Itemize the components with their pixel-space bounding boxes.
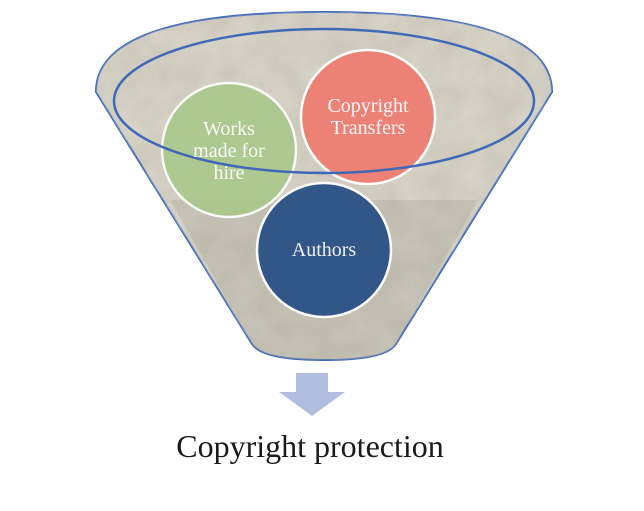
circle-works-made-for-hire	[160, 81, 298, 219]
circle-label-authors: Authors	[291, 239, 357, 261]
result-label: Copyright protection	[176, 428, 444, 464]
circle-label-copyright-transfers: Copyright Transfers	[327, 95, 409, 139]
down-arrow	[279, 373, 345, 416]
circle-copyright-transfers	[299, 48, 437, 186]
circle-label-works-made-for-hire: Works made for hire	[193, 118, 265, 184]
circle-authors	[255, 181, 393, 319]
funnel-rim	[112, 27, 536, 175]
